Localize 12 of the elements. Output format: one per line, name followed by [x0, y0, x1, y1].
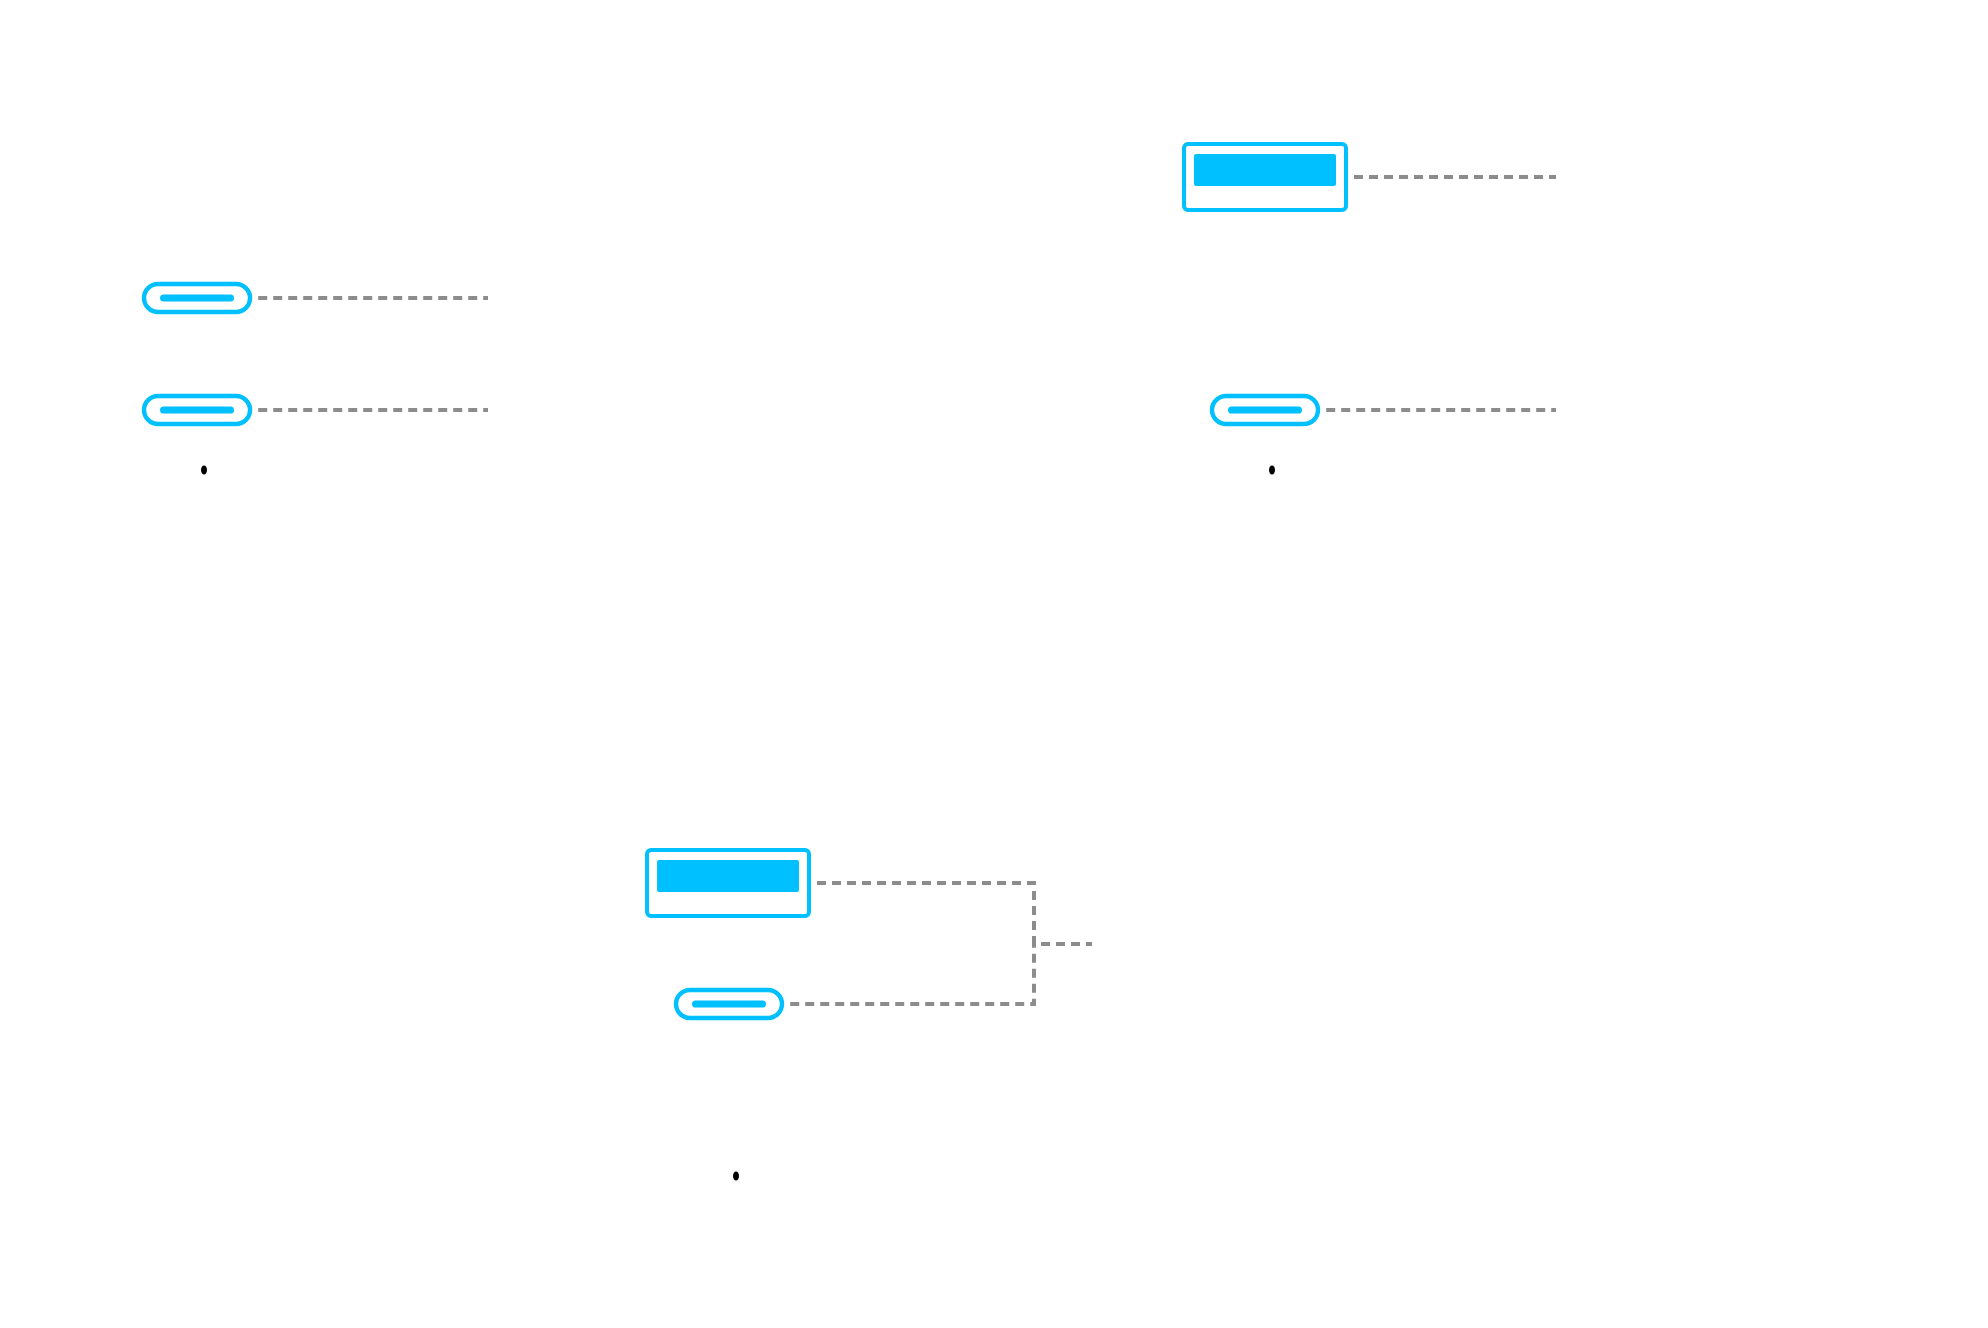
usb-c-port	[1209, 393, 1321, 427]
leader-line	[784, 944, 1036, 1006]
usb-a-port	[645, 848, 811, 918]
leader-line	[252, 296, 488, 300]
leader-line	[811, 881, 1092, 946]
usb-c-port	[141, 281, 253, 315]
leader-line	[1320, 408, 1556, 412]
leader-line	[252, 408, 488, 412]
usb-c-port	[141, 393, 253, 427]
usb-c-port	[673, 987, 785, 1021]
leader-line	[1348, 175, 1556, 179]
usb-a-port	[1182, 142, 1348, 212]
